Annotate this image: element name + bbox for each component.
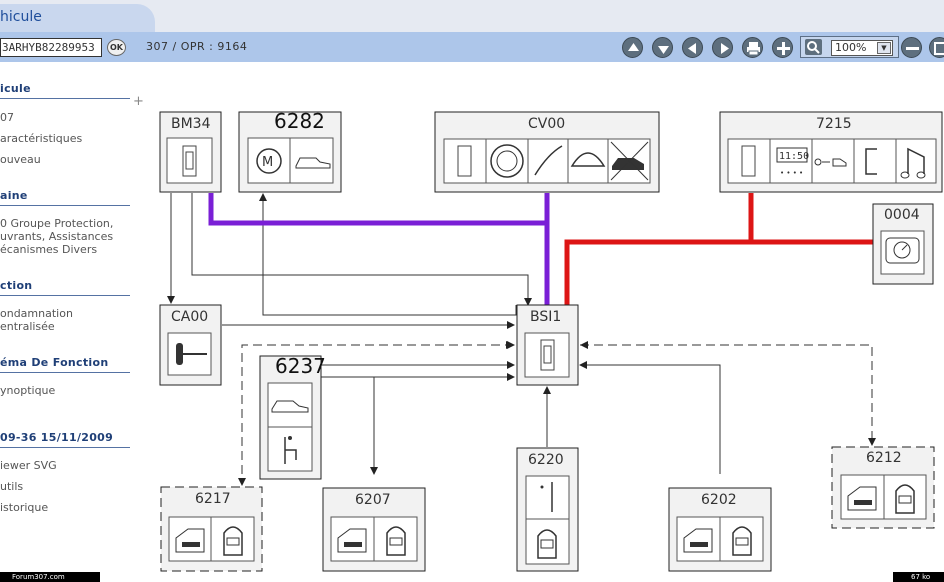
section-divider: [0, 447, 130, 448]
component-bsi1[interactable]: BSI1: [516, 304, 579, 386]
section-title-vehicle: icule: [0, 82, 31, 95]
sidebar-item-function-line2[interactable]: entralisée: [0, 320, 55, 333]
component-6220[interactable]: 6220: [516, 447, 579, 572]
component-cv00[interactable]: CV00: [434, 111, 660, 193]
component-label: BM34: [171, 116, 211, 132]
component-label: 6207: [355, 492, 391, 508]
footer-size: 67 ko: [893, 572, 944, 582]
ok-button[interactable]: OK: [107, 39, 126, 56]
arrow-left-icon[interactable]: [682, 37, 703, 58]
sidebar-item-synoptic[interactable]: ynoptique: [0, 384, 56, 397]
section-title-function: ction: [0, 279, 33, 292]
component-label: 6282: [274, 109, 325, 133]
fit-page-icon[interactable]: [929, 37, 944, 58]
component-label: 7215: [816, 116, 852, 132]
sidebar: icule + 07 aractéristiques ouveau aine 0…: [0, 62, 144, 582]
expand-icon[interactable]: +: [133, 94, 144, 109]
title-tab: hicule: [0, 4, 155, 32]
sidebar-item-domain-line3[interactable]: écanismes Divers: [0, 243, 98, 256]
vin-input[interactable]: 3ARHYB82289953: [0, 38, 102, 57]
chevron-down-icon: ▼: [877, 42, 891, 54]
component-0004[interactable]: 0004: [872, 203, 934, 285]
wiring-diagram[interactable]: BM34 6282 M CV00 7215: [0, 62, 944, 572]
title-bar: hicule: [0, 0, 944, 32]
add-icon[interactable]: [772, 37, 793, 58]
sidebar-item-new[interactable]: ouveau: [0, 153, 41, 166]
section-divider: [0, 372, 130, 373]
sidebar-item-domain-line2[interactable]: uvrants, Assistances: [0, 230, 114, 243]
section-divider: [0, 98, 130, 99]
sidebar-item-model[interactable]: 07: [0, 111, 14, 124]
toolbar: 3ARHYB82289953 OK 307 / OPR : 9164 100% …: [0, 32, 944, 62]
zoom-out-icon[interactable]: [901, 37, 922, 58]
page-title: hicule: [0, 9, 42, 25]
component-6202[interactable]: 6202: [668, 487, 772, 572]
component-bm34[interactable]: BM34: [159, 111, 222, 193]
sidebar-item-tools[interactable]: utils: [0, 480, 24, 493]
component-label: CV00: [528, 116, 565, 132]
section-divider: [0, 295, 130, 296]
section-divider: [0, 205, 130, 206]
footer-watermark: Forum307.com: [0, 572, 100, 582]
zoom-select[interactable]: 100% ▼: [831, 40, 893, 56]
component-6207[interactable]: 6207: [322, 487, 426, 572]
arrow-right-icon[interactable]: [712, 37, 733, 58]
component-label: 0004: [884, 207, 920, 223]
arrow-up-icon[interactable]: [622, 37, 643, 58]
component-6282[interactable]: 6282 M: [238, 109, 342, 193]
svg-text:• • • •: • • • •: [780, 169, 803, 177]
sidebar-item-domain-line1[interactable]: 0 Groupe Protection,: [0, 217, 114, 230]
component-7215[interactable]: 7215 11:50 • • • •: [719, 111, 943, 193]
svg-text:M: M: [262, 155, 273, 170]
model-reference: 307 / OPR : 9164: [146, 40, 248, 53]
section-title-version: 09-36 15/11/2009: [0, 431, 114, 444]
component-6212[interactable]: 6212: [831, 446, 935, 529]
component-label: 6202: [701, 492, 737, 508]
component-label: BSI1: [530, 309, 561, 325]
component-label: 6212: [866, 450, 902, 466]
component-label: 6217: [195, 491, 231, 507]
sidebar-item-svg-viewer[interactable]: iewer SVG: [0, 459, 57, 472]
component-6237[interactable]: 6237: [259, 354, 326, 480]
zoom-control: 100% ▼: [800, 36, 899, 58]
sidebar-item-characteristics[interactable]: aractéristiques: [0, 132, 83, 145]
section-title-domain: aine: [0, 189, 28, 202]
component-ca00[interactable]: CA00: [159, 304, 222, 386]
sidebar-item-function-line1[interactable]: ondamnation: [0, 307, 73, 320]
component-label: 6237: [275, 354, 326, 378]
print-icon[interactable]: [742, 37, 763, 58]
magnifier-icon[interactable]: [805, 39, 822, 55]
sidebar-item-history[interactable]: istorique: [0, 501, 49, 514]
clock-reading: 11:50: [779, 151, 809, 162]
arrow-down-icon[interactable]: [652, 37, 673, 58]
component-label: CA00: [171, 309, 208, 325]
component-label: 6220: [528, 452, 564, 468]
component-6217[interactable]: 6217: [160, 486, 263, 572]
zoom-value: 100%: [835, 41, 867, 54]
section-title-schema: éma De Fonction: [0, 356, 109, 369]
